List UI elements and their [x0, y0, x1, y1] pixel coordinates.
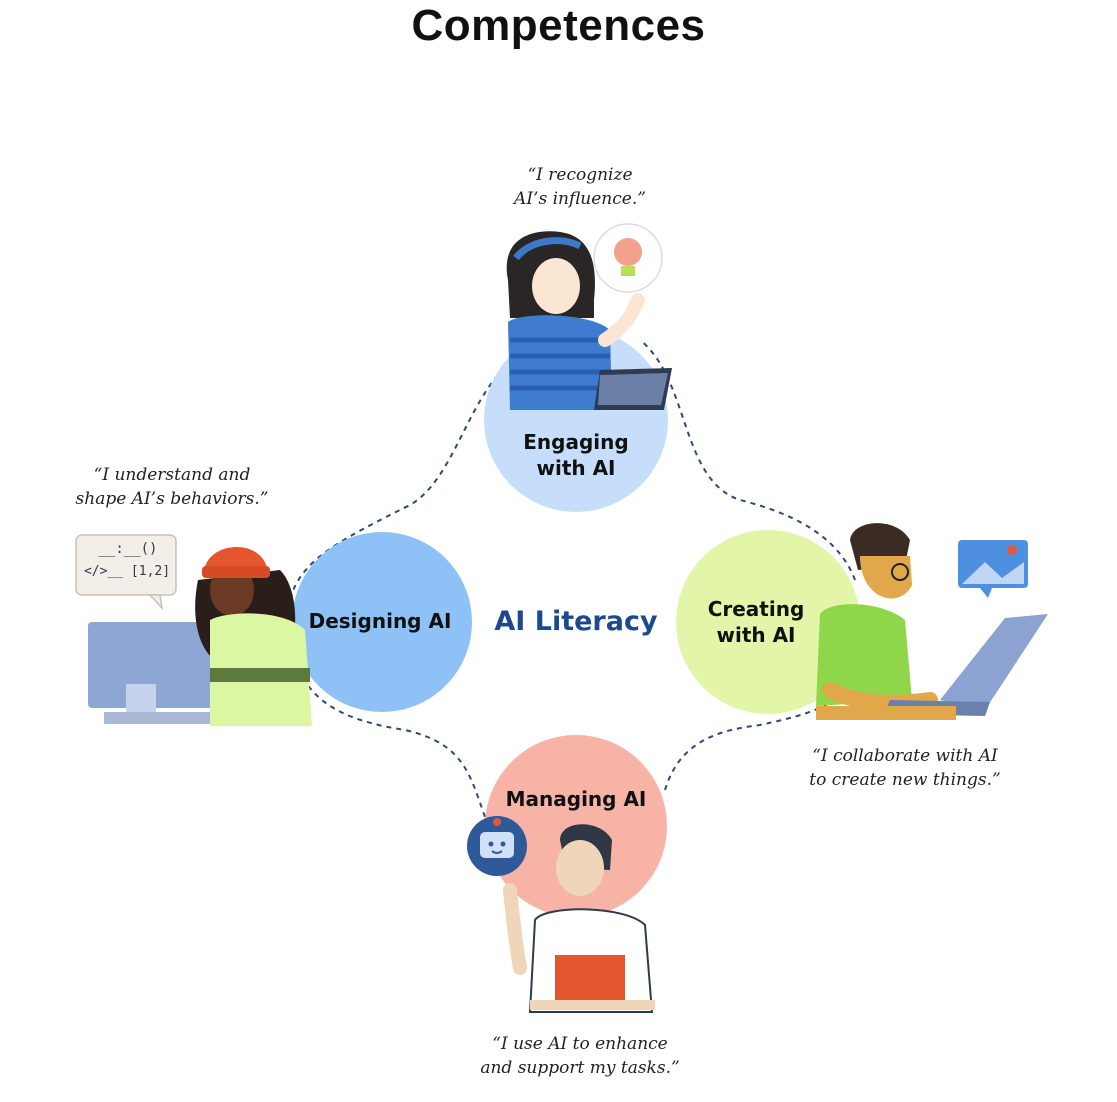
- code-bubble-line2: </>__ [1,2]: [83, 564, 171, 579]
- creating-circle: [676, 530, 860, 714]
- quote-creating: “I collaborate with AI to create new thi…: [809, 746, 1001, 790]
- page-title: Competences: [411, 1, 706, 50]
- person-designing: [75, 534, 312, 726]
- center-label: AI Literacy: [494, 606, 658, 637]
- label-designing: Designing AI: [308, 609, 452, 633]
- person-engaging: [506, 231, 672, 410]
- person-managing: [467, 816, 655, 1013]
- code-bubble-line1: __:__(): [98, 541, 158, 557]
- lightbulb-icon: [593, 223, 663, 293]
- dashed-connector: [289, 334, 861, 831]
- designing-circle: [292, 532, 472, 712]
- image-icon: [958, 540, 1028, 598]
- person-creating: [816, 523, 1048, 720]
- quote-managing: “I use AI to enhance and support my task…: [480, 1034, 680, 1078]
- robot-icon: [467, 816, 527, 876]
- quote-designing: “I understand and shape AI’s behaviors.”: [75, 465, 269, 509]
- label-managing: Managing AI: [505, 787, 647, 811]
- quote-engaging: “I recognize AI’s influence.”: [514, 165, 646, 209]
- label-creating: Creating with AI: [707, 597, 805, 647]
- label-engaging: Engaging with AI: [523, 430, 629, 480]
